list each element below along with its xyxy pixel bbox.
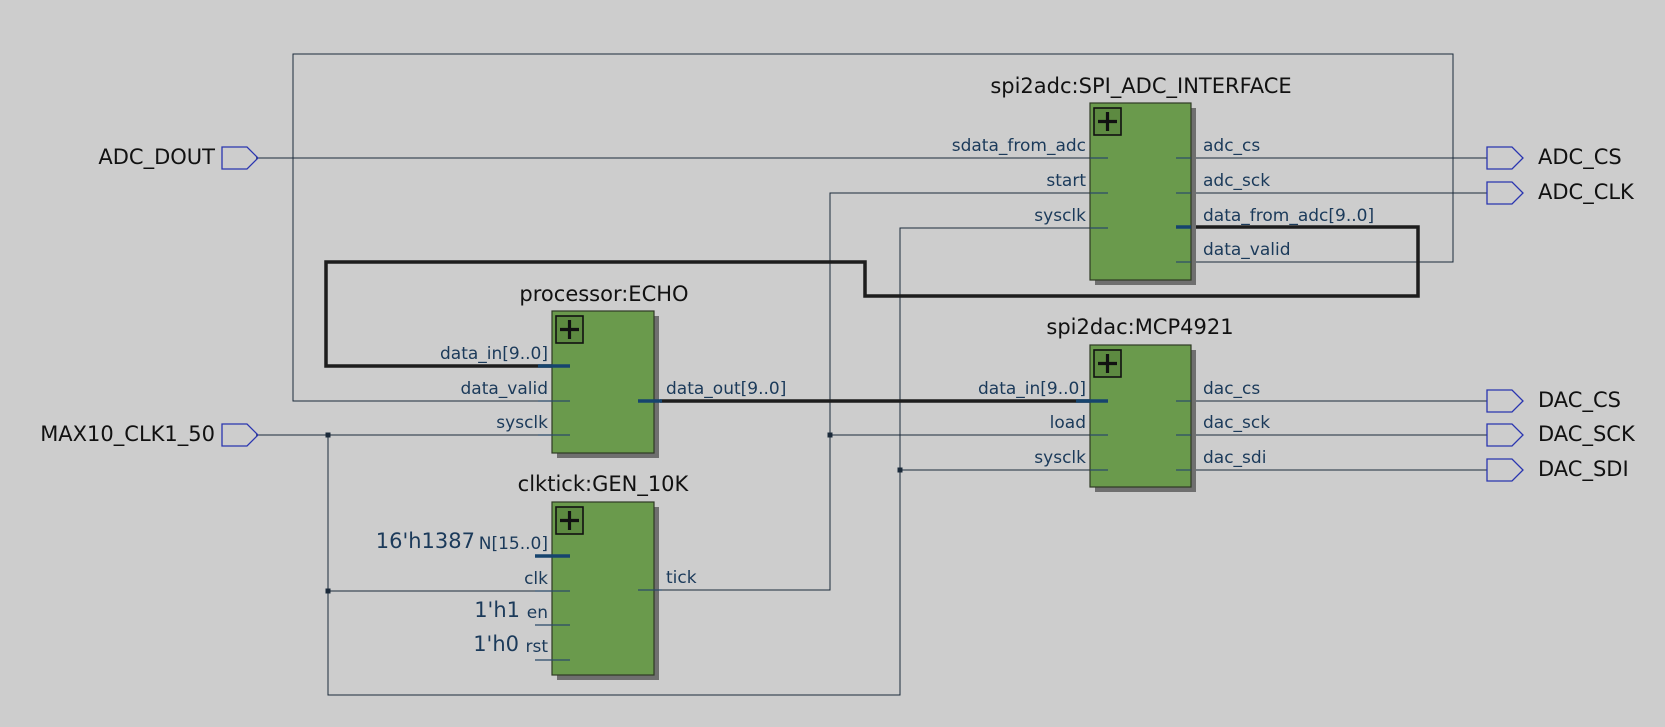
expand-icon[interactable] (1093, 349, 1122, 378)
constant-value: 1'h1 (474, 598, 520, 622)
output-pin-symbol (1486, 146, 1524, 170)
output-pin-label: DAC_CS (1538, 388, 1621, 413)
port-label: sysclk (1034, 448, 1086, 468)
junction-dot (325, 432, 331, 438)
bus-data-from-adc[interactable] (324, 225, 1420, 368)
input-pin-label: ADC_DOUT (98, 145, 215, 170)
output-pin-dac-sdi[interactable]: DAC_SDI (1486, 457, 1629, 482)
input-pin-adc-dout[interactable]: ADC_DOUT (98, 145, 259, 170)
port-label: tick (666, 568, 697, 588)
port-label: N[15..0] (479, 534, 548, 554)
port-label: data_in[9..0] (440, 344, 548, 364)
port-label: data_valid (460, 379, 548, 399)
block-title: spi2adc:SPI_ADC_INTERFACE (990, 74, 1291, 99)
block-title: spi2dac:MCP4921 (1046, 315, 1233, 339)
expand-icon[interactable] (555, 315, 584, 344)
port-label: data_from_adc[9..0] (1203, 206, 1374, 226)
port-label: adc_cs (1203, 136, 1260, 156)
junction-dot (325, 588, 331, 594)
port-label: sdata_from_adc (952, 136, 1086, 156)
output-pin-symbol (1486, 423, 1524, 447)
block-echo[interactable]: processor:ECHO data_in[9..0] data_valid … (440, 282, 786, 458)
net-tick[interactable] (660, 192, 1091, 591)
block-dac[interactable]: spi2dac:MCP4921 data_in[9..0] load syscl… (978, 315, 1270, 492)
constant-value: 16'h1387 (376, 529, 475, 553)
port-label: data_valid (1203, 240, 1291, 260)
output-pin-symbol (1486, 389, 1524, 413)
input-pin-clk[interactable]: MAX10_CLK1_50 (40, 422, 259, 447)
expand-icon[interactable] (555, 506, 584, 535)
net-data-valid[interactable] (292, 53, 1454, 402)
input-pin-symbol (221, 146, 259, 170)
output-pin-label: ADC_CS (1538, 145, 1622, 170)
port-label: sysclk (1034, 206, 1086, 226)
output-pin-dac-cs[interactable]: DAC_CS (1486, 388, 1621, 413)
input-pin-symbol (221, 423, 259, 447)
port-label: clk (524, 569, 548, 589)
port-label: data_out[9..0] (666, 379, 786, 399)
port-label: en (527, 603, 548, 623)
junction-dot (827, 432, 833, 438)
port-label: data_in[9..0] (978, 379, 1086, 399)
input-pin-label: MAX10_CLK1_50 (40, 422, 215, 447)
expand-icon[interactable] (1093, 107, 1122, 136)
output-pin-label: ADC_CLK (1538, 180, 1635, 205)
output-pin-symbol (1486, 181, 1524, 205)
constant-value: 1'h0 (473, 632, 519, 656)
output-pin-adc-clk[interactable]: ADC_CLK (1486, 180, 1635, 205)
port-label: sysclk (496, 413, 548, 433)
block-spi-adc[interactable]: spi2adc:SPI_ADC_INTERFACE sdata_from_adc… (952, 74, 1374, 285)
block-title: processor:ECHO (519, 282, 688, 306)
net-clk-tree[interactable] (327, 227, 1091, 696)
nets (256, 53, 1487, 696)
output-pin-adc-cs[interactable]: ADC_CS (1486, 145, 1622, 170)
output-pin-symbol (1486, 458, 1524, 482)
block-title: clktick:GEN_10K (518, 472, 690, 497)
port-label: dac_cs (1203, 379, 1260, 399)
port-label: rst (525, 637, 548, 657)
port-label: start (1046, 171, 1086, 191)
port-label: dac_sdi (1203, 448, 1266, 468)
junction-dot (897, 467, 903, 473)
port-label: adc_sck (1203, 171, 1270, 191)
block-clktick[interactable]: clktick:GEN_10K N[15..0] clk en rst tick… (376, 472, 697, 680)
output-pin-label: DAC_SDI (1538, 457, 1629, 482)
port-label: load (1050, 413, 1086, 433)
output-pin-dac-sck[interactable]: DAC_SCK (1486, 422, 1636, 447)
port-label: dac_sck (1203, 413, 1270, 433)
output-pin-label: DAC_SCK (1538, 422, 1636, 447)
